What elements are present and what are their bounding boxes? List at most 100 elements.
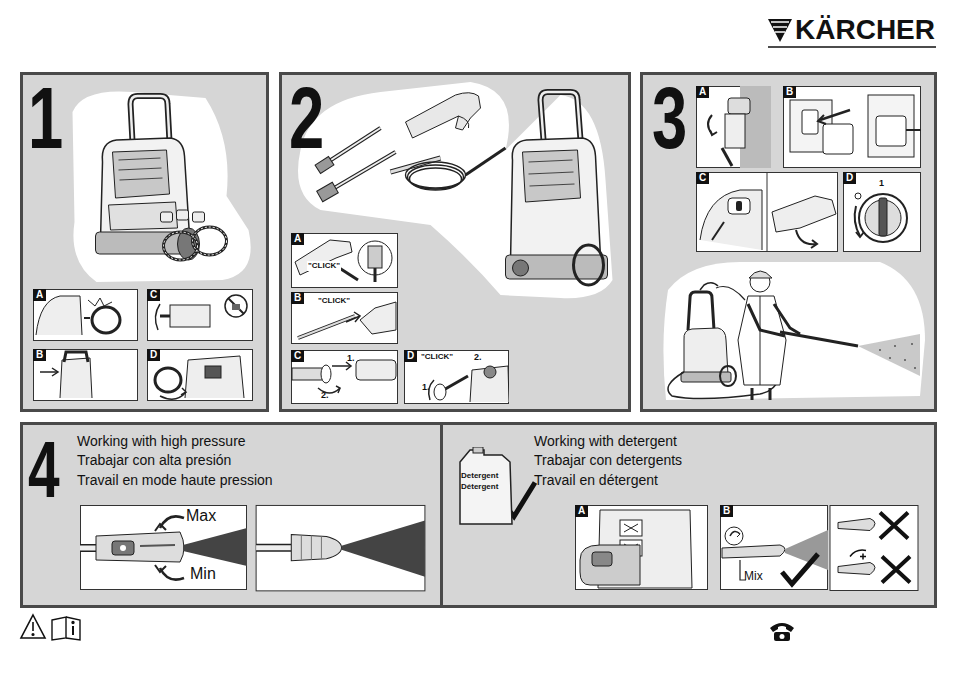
line-art bbox=[346, 362, 351, 370]
line-art bbox=[722, 148, 732, 166]
step-box: A bbox=[575, 505, 708, 590]
step-art bbox=[696, 172, 838, 252]
line-art bbox=[782, 554, 818, 584]
caption-text: 1. bbox=[347, 353, 355, 364]
line-art bbox=[131, 96, 170, 142]
line-art bbox=[484, 366, 496, 378]
step-box: B bbox=[783, 86, 921, 168]
step-letter: A bbox=[696, 86, 709, 98]
line-art bbox=[170, 305, 210, 327]
line-art bbox=[72, 622, 74, 624]
caption-text: Mix bbox=[744, 569, 763, 583]
line-art bbox=[730, 531, 740, 536]
line-art bbox=[160, 392, 186, 399]
caption-text: 2. bbox=[321, 390, 329, 401]
caption-text: Detergent bbox=[461, 471, 498, 481]
pressure-box: MaxMin bbox=[80, 505, 247, 590]
line-art bbox=[780, 634, 785, 639]
caption-text: Trabajar con alta presión bbox=[77, 452, 231, 469]
line-art bbox=[84, 317, 90, 319]
line-art bbox=[88, 298, 112, 306]
pressure-illustration bbox=[80, 505, 247, 590]
line-art bbox=[374, 268, 377, 282]
line-art bbox=[181, 388, 186, 395]
line-art bbox=[838, 519, 875, 531]
line-art bbox=[112, 541, 134, 555]
line-art bbox=[592, 552, 612, 566]
step-art bbox=[147, 349, 253, 401]
line-art bbox=[408, 165, 464, 189]
line-art bbox=[868, 95, 914, 157]
line-art bbox=[818, 115, 826, 124]
phone-icon bbox=[770, 623, 794, 641]
warning-icon bbox=[21, 615, 45, 638]
line-art bbox=[32, 622, 34, 631]
step-box: C bbox=[147, 289, 253, 341]
step-number: 2 bbox=[289, 74, 324, 162]
step-box: D"CLICK"2.1. bbox=[404, 350, 509, 404]
line-art bbox=[850, 550, 866, 556]
line-art bbox=[880, 513, 908, 539]
line-art bbox=[511, 138, 601, 262]
line-art bbox=[459, 116, 469, 128]
step-art bbox=[291, 350, 398, 404]
line-art bbox=[876, 116, 906, 146]
line-art bbox=[700, 283, 718, 290]
caption-text: Working with detergent bbox=[534, 433, 677, 450]
line-art bbox=[760, 296, 761, 385]
step-number: 3 bbox=[652, 74, 687, 162]
line-art bbox=[164, 232, 198, 260]
step-art bbox=[33, 349, 138, 401]
line-art bbox=[356, 360, 396, 380]
line-art bbox=[354, 312, 360, 322]
line-art bbox=[155, 524, 166, 531]
step-box: B "CLICK" bbox=[291, 292, 398, 344]
line-art bbox=[183, 528, 247, 566]
mode-panel: 4Working with high pressureTrabajar con … bbox=[20, 422, 443, 608]
logo-emblem bbox=[768, 19, 792, 42]
step-panel: 1 A C B D bbox=[20, 72, 269, 412]
step-box: D bbox=[147, 349, 253, 401]
line-art bbox=[838, 563, 875, 575]
line-art bbox=[466, 148, 506, 175]
caption-text: Min bbox=[190, 565, 216, 583]
line-art bbox=[36, 296, 82, 335]
line-art bbox=[317, 182, 339, 201]
line-art bbox=[830, 506, 918, 591]
line-art bbox=[96, 532, 184, 562]
line-art bbox=[774, 304, 800, 334]
line-art bbox=[161, 210, 205, 222]
line-art bbox=[66, 617, 80, 640]
line-art bbox=[164, 227, 227, 260]
line-art bbox=[52, 617, 66, 640]
step-letter: B bbox=[33, 349, 46, 361]
step-letter: C bbox=[291, 350, 304, 362]
line-art bbox=[256, 544, 291, 552]
line-art bbox=[681, 372, 731, 382]
line-art bbox=[720, 366, 736, 386]
line-art bbox=[855, 206, 860, 236]
line-art bbox=[906, 129, 921, 131]
caption-text: "CLICK" bbox=[317, 296, 351, 306]
line-art bbox=[736, 201, 742, 211]
step-letter: D bbox=[147, 349, 160, 361]
line-art bbox=[155, 368, 181, 392]
line-art bbox=[113, 150, 170, 198]
line-art bbox=[256, 505, 425, 590]
line-art bbox=[205, 366, 221, 378]
line-art bbox=[228, 298, 244, 314]
line-art bbox=[301, 536, 321, 560]
line-art bbox=[663, 262, 925, 400]
step-letter: B bbox=[291, 292, 304, 304]
line-art bbox=[73, 91, 251, 282]
line-art bbox=[92, 307, 120, 333]
step-letter: A bbox=[33, 289, 46, 301]
mode-panel: Working with detergentTrabajar con deter… bbox=[440, 422, 937, 608]
line-art bbox=[894, 345, 896, 347]
line-art bbox=[771, 21, 789, 23]
line-art bbox=[882, 557, 910, 583]
step-letter: B bbox=[783, 86, 796, 98]
line-art bbox=[859, 194, 907, 242]
line-art bbox=[620, 520, 642, 536]
caption-text: 1 bbox=[879, 178, 884, 189]
